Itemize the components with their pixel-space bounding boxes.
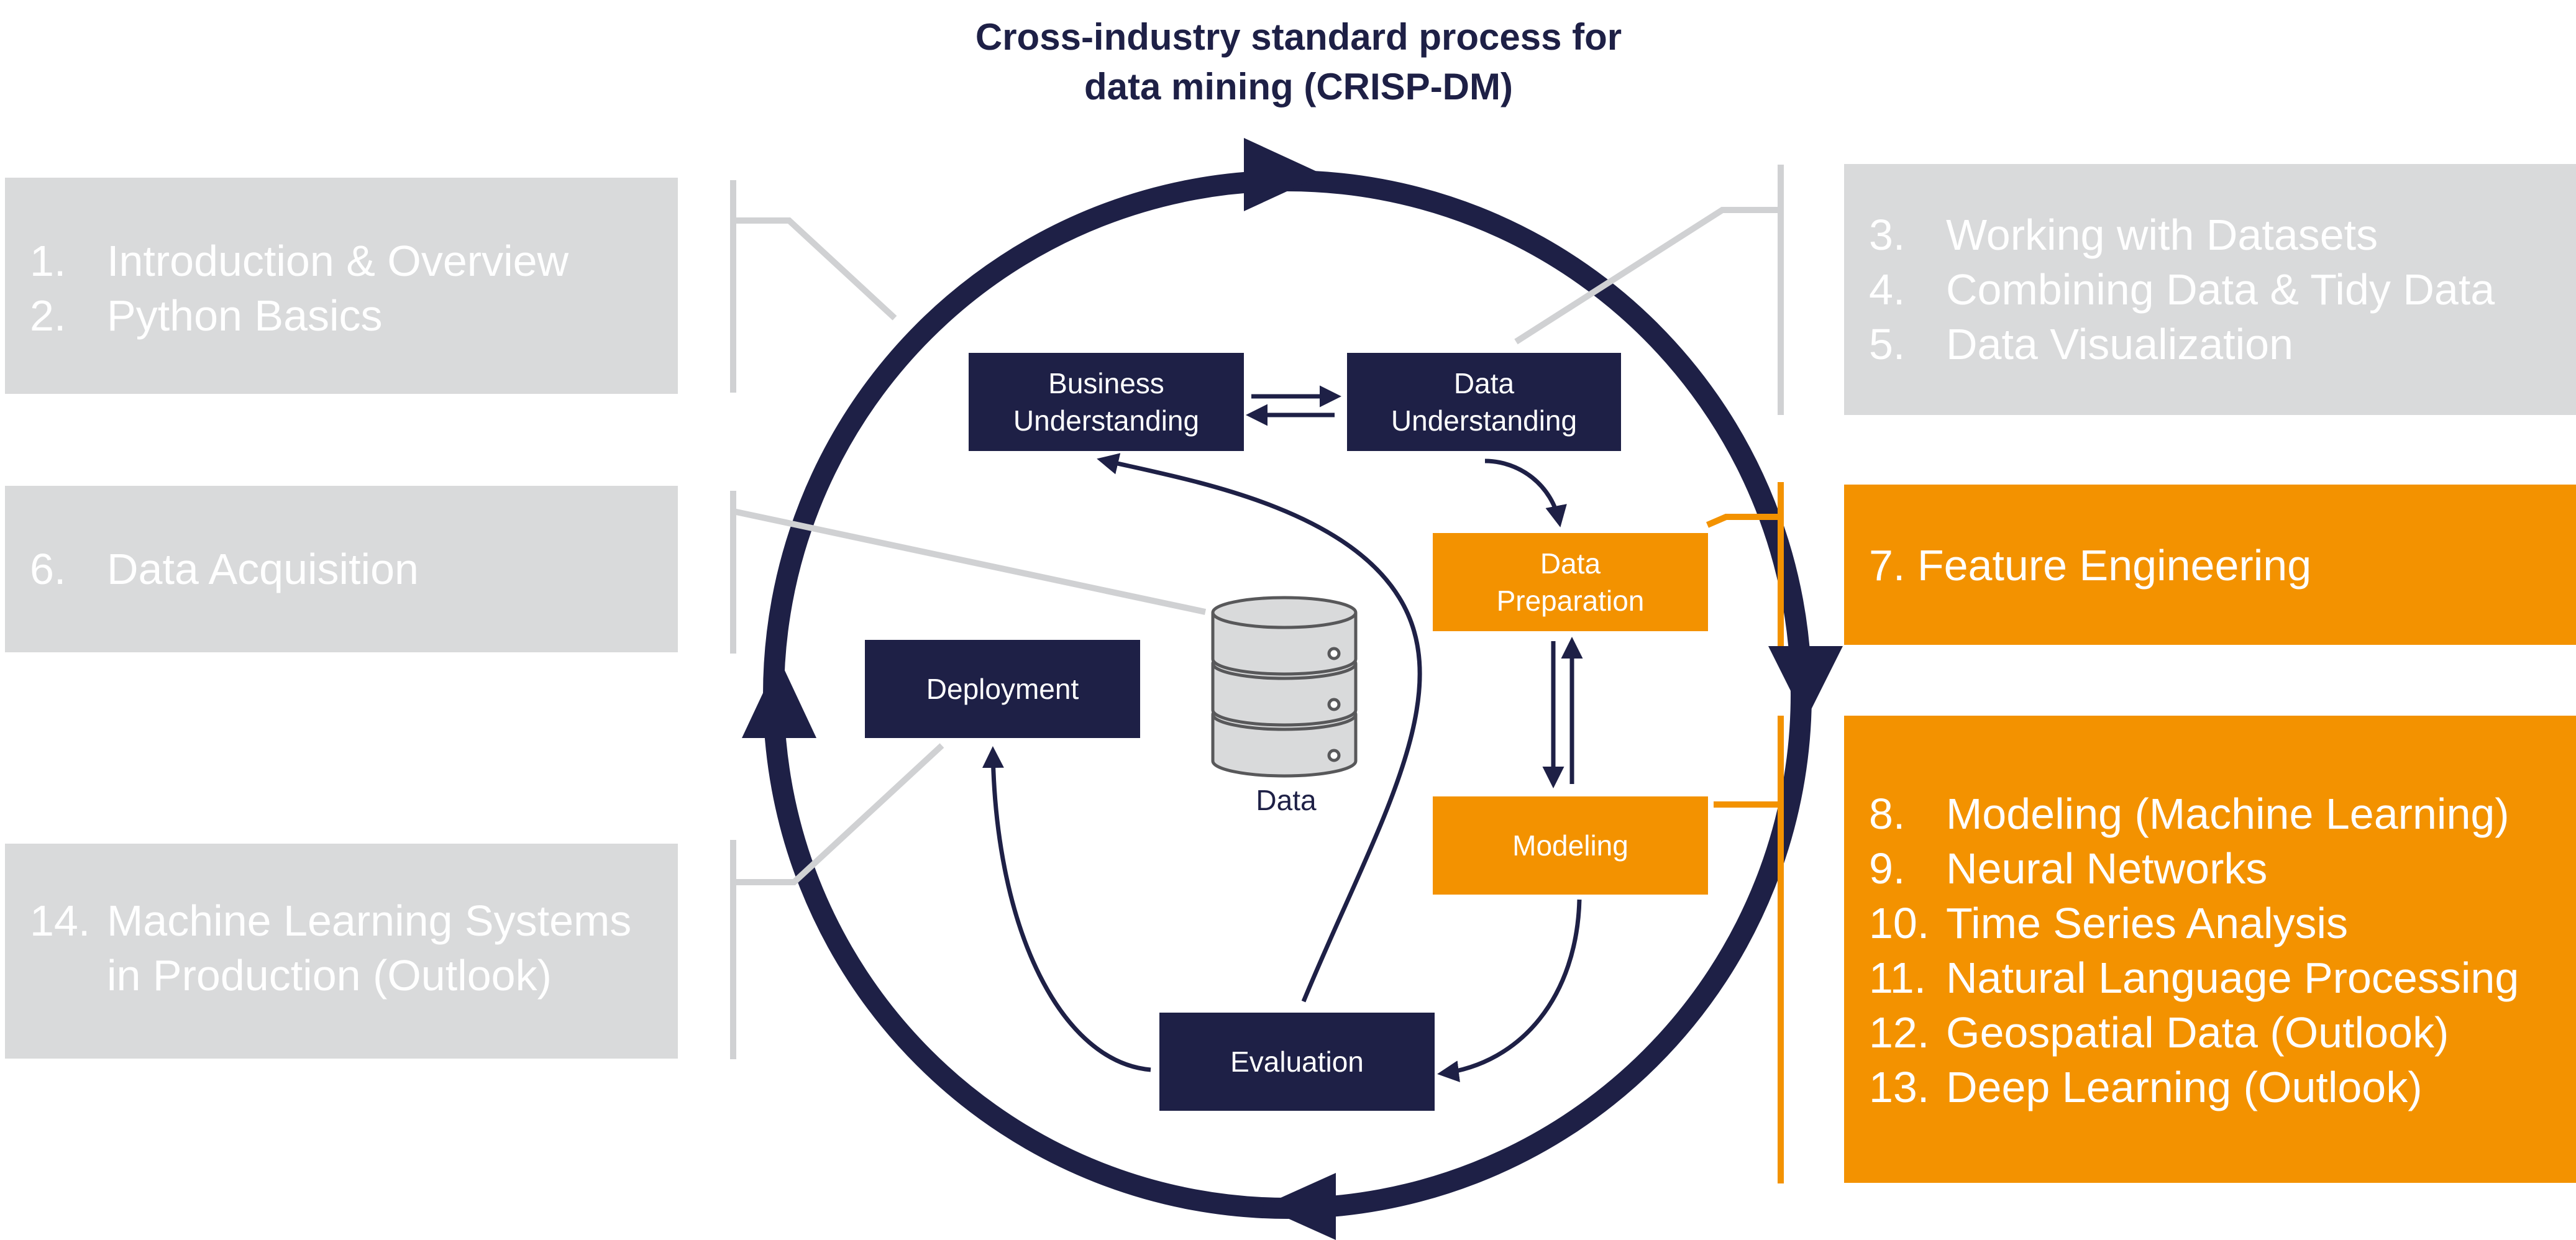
diagram-title: Cross-industry standard process for data… (839, 12, 1758, 112)
panel-chapters-3-5: 3. Working with Datasets 4. Combining Data… (1844, 164, 2576, 415)
process-arrows (982, 385, 1583, 1082)
box-label-line: Data (1540, 547, 1601, 580)
chapter-number: 2. (30, 291, 66, 340)
cycle-arrow-left-icon (742, 659, 816, 738)
orange-connector-lines (1706, 482, 1784, 1183)
chapter-number: 9. (1869, 844, 1906, 893)
chapter-number: 4. (1869, 265, 1906, 314)
chapter-title: Geospatial Data (Outlook) (1946, 1008, 2449, 1057)
chapter-item: 6. Data Acquisition (30, 542, 672, 596)
chapter-item: 11. Natural Language Processing (1869, 951, 2570, 1005)
connector-lines (730, 165, 1784, 1059)
chapter-number: 12. (1869, 1008, 1930, 1057)
box-label-line: Business (1048, 367, 1164, 399)
chapter-number: 1. (30, 237, 66, 285)
box-label: Deployment (926, 673, 1079, 705)
chapter-title: Data Acquisition (107, 545, 419, 593)
panel-chapters-1-2: 1. Introduction & Overview 2. Python Basic… (5, 178, 678, 394)
title-line-1: Cross-industry standard process for (975, 16, 1622, 58)
chapter-number (30, 948, 107, 1003)
chapter-item: 9. Neural Networks (1869, 841, 2570, 896)
chapter-title: in Production (Outlook) (107, 951, 552, 1000)
panel-chapter-7: 7. Feature Engineering (1844, 485, 2576, 645)
chapter-title: Working with Datasets (1946, 211, 2378, 259)
feature-engineering-label: 7. Feature Engineering (1869, 541, 2312, 590)
box-label-line: Data (1453, 367, 1515, 399)
chapter-title: Introduction & Overview (107, 237, 569, 285)
box-label: Modeling (1512, 829, 1628, 862)
chapter-item: 10. Time Series Analysis (1869, 896, 2570, 951)
chapter-item: 8. Modeling (Machine Learning) (1869, 786, 2570, 841)
cycle-arrow-top-icon (1244, 138, 1323, 211)
chapter-title: Machine Learning Systems (107, 896, 632, 945)
chapter-item: 4. Combining Data & Tidy Data (1869, 262, 2570, 317)
chapter-title: Natural Language Processing (1946, 954, 2519, 1002)
chapter-item: in Production (Outlook) (30, 948, 672, 1003)
box-label-line: Understanding (1013, 404, 1200, 437)
chapter-number: 6. (30, 545, 66, 593)
chapter-title: Deep Learning (Outlook) (1946, 1063, 2423, 1111)
title-line-2: data mining (CRISP-DM) (1084, 66, 1513, 107)
deployment-box: Deployment (865, 640, 1140, 738)
panel-chapter-6: 6. Data Acquisition (5, 486, 678, 652)
chapter-item: 12. Geospatial Data (Outlook) (1869, 1005, 2570, 1060)
data-label: Data (1256, 784, 1317, 816)
chapter-title: Time Series Analysis (1946, 899, 2349, 947)
panel-chapter-14: 14. Machine Learning Systems in Productio… (5, 844, 678, 1059)
chapter-title: Data Visualization (1946, 320, 2294, 368)
box-label-line: Preparation (1496, 585, 1645, 617)
chapter-item: 14. Machine Learning Systems (30, 893, 672, 948)
chapter-item: 2. Python Basics (30, 288, 672, 343)
chapter-number: 13. (1869, 1063, 1930, 1111)
cycle-arrow-bottom-icon (1261, 1173, 1336, 1240)
chapter-number: 14. (30, 896, 91, 945)
chapter-item: 1. Introduction & Overview (30, 234, 672, 288)
chapter-number: 3. (1869, 211, 1906, 259)
box-label: Evaluation (1230, 1046, 1364, 1078)
chapter-item: 13. Deep Learning (Outlook) (1869, 1060, 2570, 1115)
chapter-number: 11. (1869, 954, 1927, 1002)
cycle-arrow-right-icon (1768, 646, 1843, 721)
panel-chapters-8-13: 8. Modeling (Machine Learning) 9. Neural N… (1844, 716, 2576, 1183)
chapter-item: 3. Working with Datasets (1869, 207, 2570, 262)
chapter-title: Modeling (Machine Learning) (1946, 790, 2510, 838)
chapter-number: 8. (1869, 790, 1906, 838)
chapter-number: 10. (1869, 899, 1930, 947)
chapter-title: Python Basics (107, 291, 383, 340)
chapter-number: 5. (1869, 320, 1906, 368)
chapter-title: Neural Networks (1946, 844, 2268, 893)
evaluation-box: Evaluation (1159, 1013, 1435, 1111)
database-icon (1211, 596, 1358, 778)
chapter-item: 5. Data Visualization (1869, 317, 2570, 372)
chapter-title: Combining Data & Tidy Data (1946, 265, 2495, 314)
modeling-box: Modeling (1433, 796, 1708, 895)
box-label-line: Understanding (1391, 404, 1578, 437)
